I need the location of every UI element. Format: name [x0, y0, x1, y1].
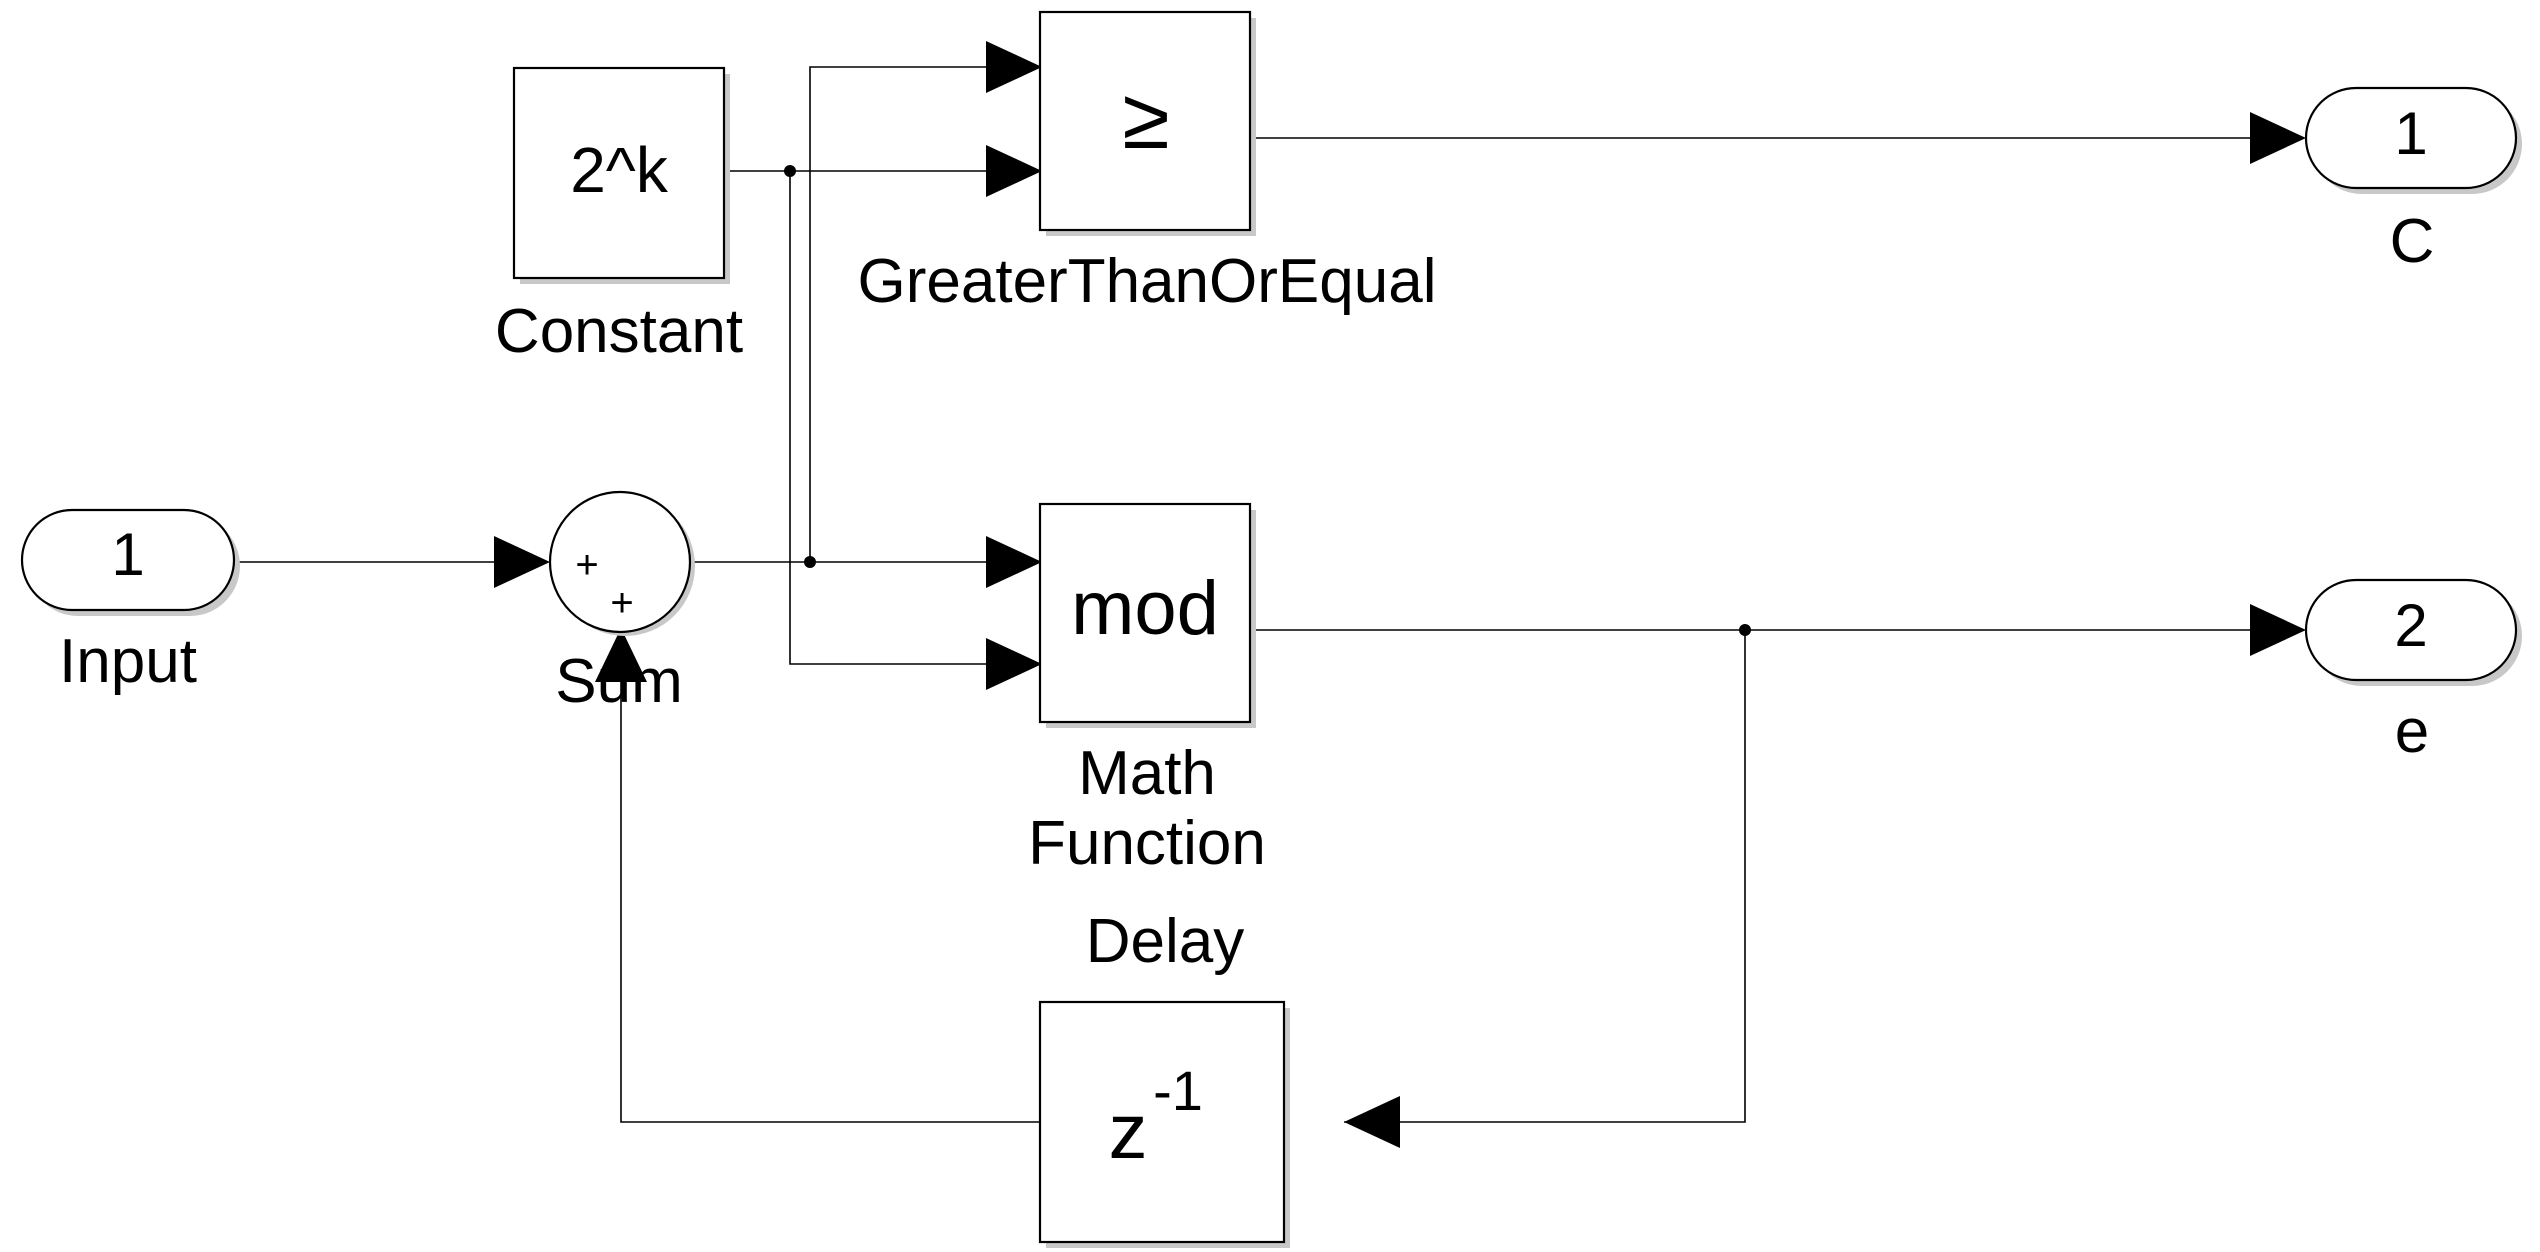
sum-sign-2: + — [610, 581, 633, 625]
constant-block[interactable]: 2^k Constant — [495, 66, 743, 366]
arrow-out-c — [2250, 112, 2306, 164]
sum-block[interactable]: + + Sum — [548, 490, 695, 716]
arrow-delay-in — [1344, 1096, 1400, 1148]
branch-point-sum — [804, 556, 816, 568]
arrow-mod-in2 — [986, 638, 1042, 690]
arrow-out-e — [2250, 604, 2306, 656]
inport-input-label: Input — [59, 627, 197, 696]
wire-constant-to-mod-in2[interactable] — [789, 171, 990, 665]
wire-mod-to-delay[interactable] — [1344, 630, 1746, 1123]
math-function-label-line1: Math — [1078, 739, 1216, 808]
outport-e-number: 2 — [2394, 592, 2427, 659]
delay-label: Delay — [1086, 907, 1245, 976]
delay-exponent: -1 — [1153, 1059, 1203, 1122]
compare-symbol: ≥ — [1122, 71, 1169, 167]
arrow-mod-in1 — [986, 536, 1042, 588]
delay-block[interactable]: Delay z -1 — [1038, 907, 1290, 1248]
math-function-label-line2: Function — [1028, 809, 1266, 878]
constant-value: 2^k — [570, 134, 669, 206]
compare-label: GreaterThanOrEqual — [858, 247, 1437, 316]
outport-c-label: C — [2390, 207, 2435, 276]
arrow-compare-in1 — [986, 41, 1042, 93]
compare-block[interactable]: ≥ GreaterThanOrEqual — [858, 10, 1437, 316]
outport-c[interactable]: 1 C — [2304, 86, 2522, 276]
outport-e[interactable]: 2 e — [2304, 578, 2522, 766]
branch-point-mod — [1739, 624, 1751, 636]
arrow-sum-in1 — [494, 536, 550, 588]
wire-delay-to-sum[interactable] — [620, 682, 1042, 1123]
arrowheads — [494, 41, 2306, 1148]
inport-input-number: 1 — [111, 521, 144, 588]
sum-sign-1: + — [575, 543, 598, 587]
delay-base: z — [1109, 1087, 1148, 1175]
wire-sum-to-compare-in1[interactable] — [809, 66, 990, 562]
math-function-block[interactable]: mod Math Function — [1028, 502, 1266, 878]
inport-input[interactable]: 1 Input — [20, 508, 240, 696]
signal-lines — [236, 66, 2252, 1123]
constant-label: Constant — [495, 297, 743, 366]
arrow-sum-in2 — [595, 628, 647, 682]
math-function-op: mod — [1071, 566, 1219, 651]
outport-c-number: 1 — [2394, 100, 2427, 167]
sum-label: Sum — [555, 647, 682, 716]
outport-e-label: e — [2395, 697, 2429, 766]
branch-point-constant — [784, 165, 796, 177]
arrow-compare-in2 — [986, 145, 1042, 197]
